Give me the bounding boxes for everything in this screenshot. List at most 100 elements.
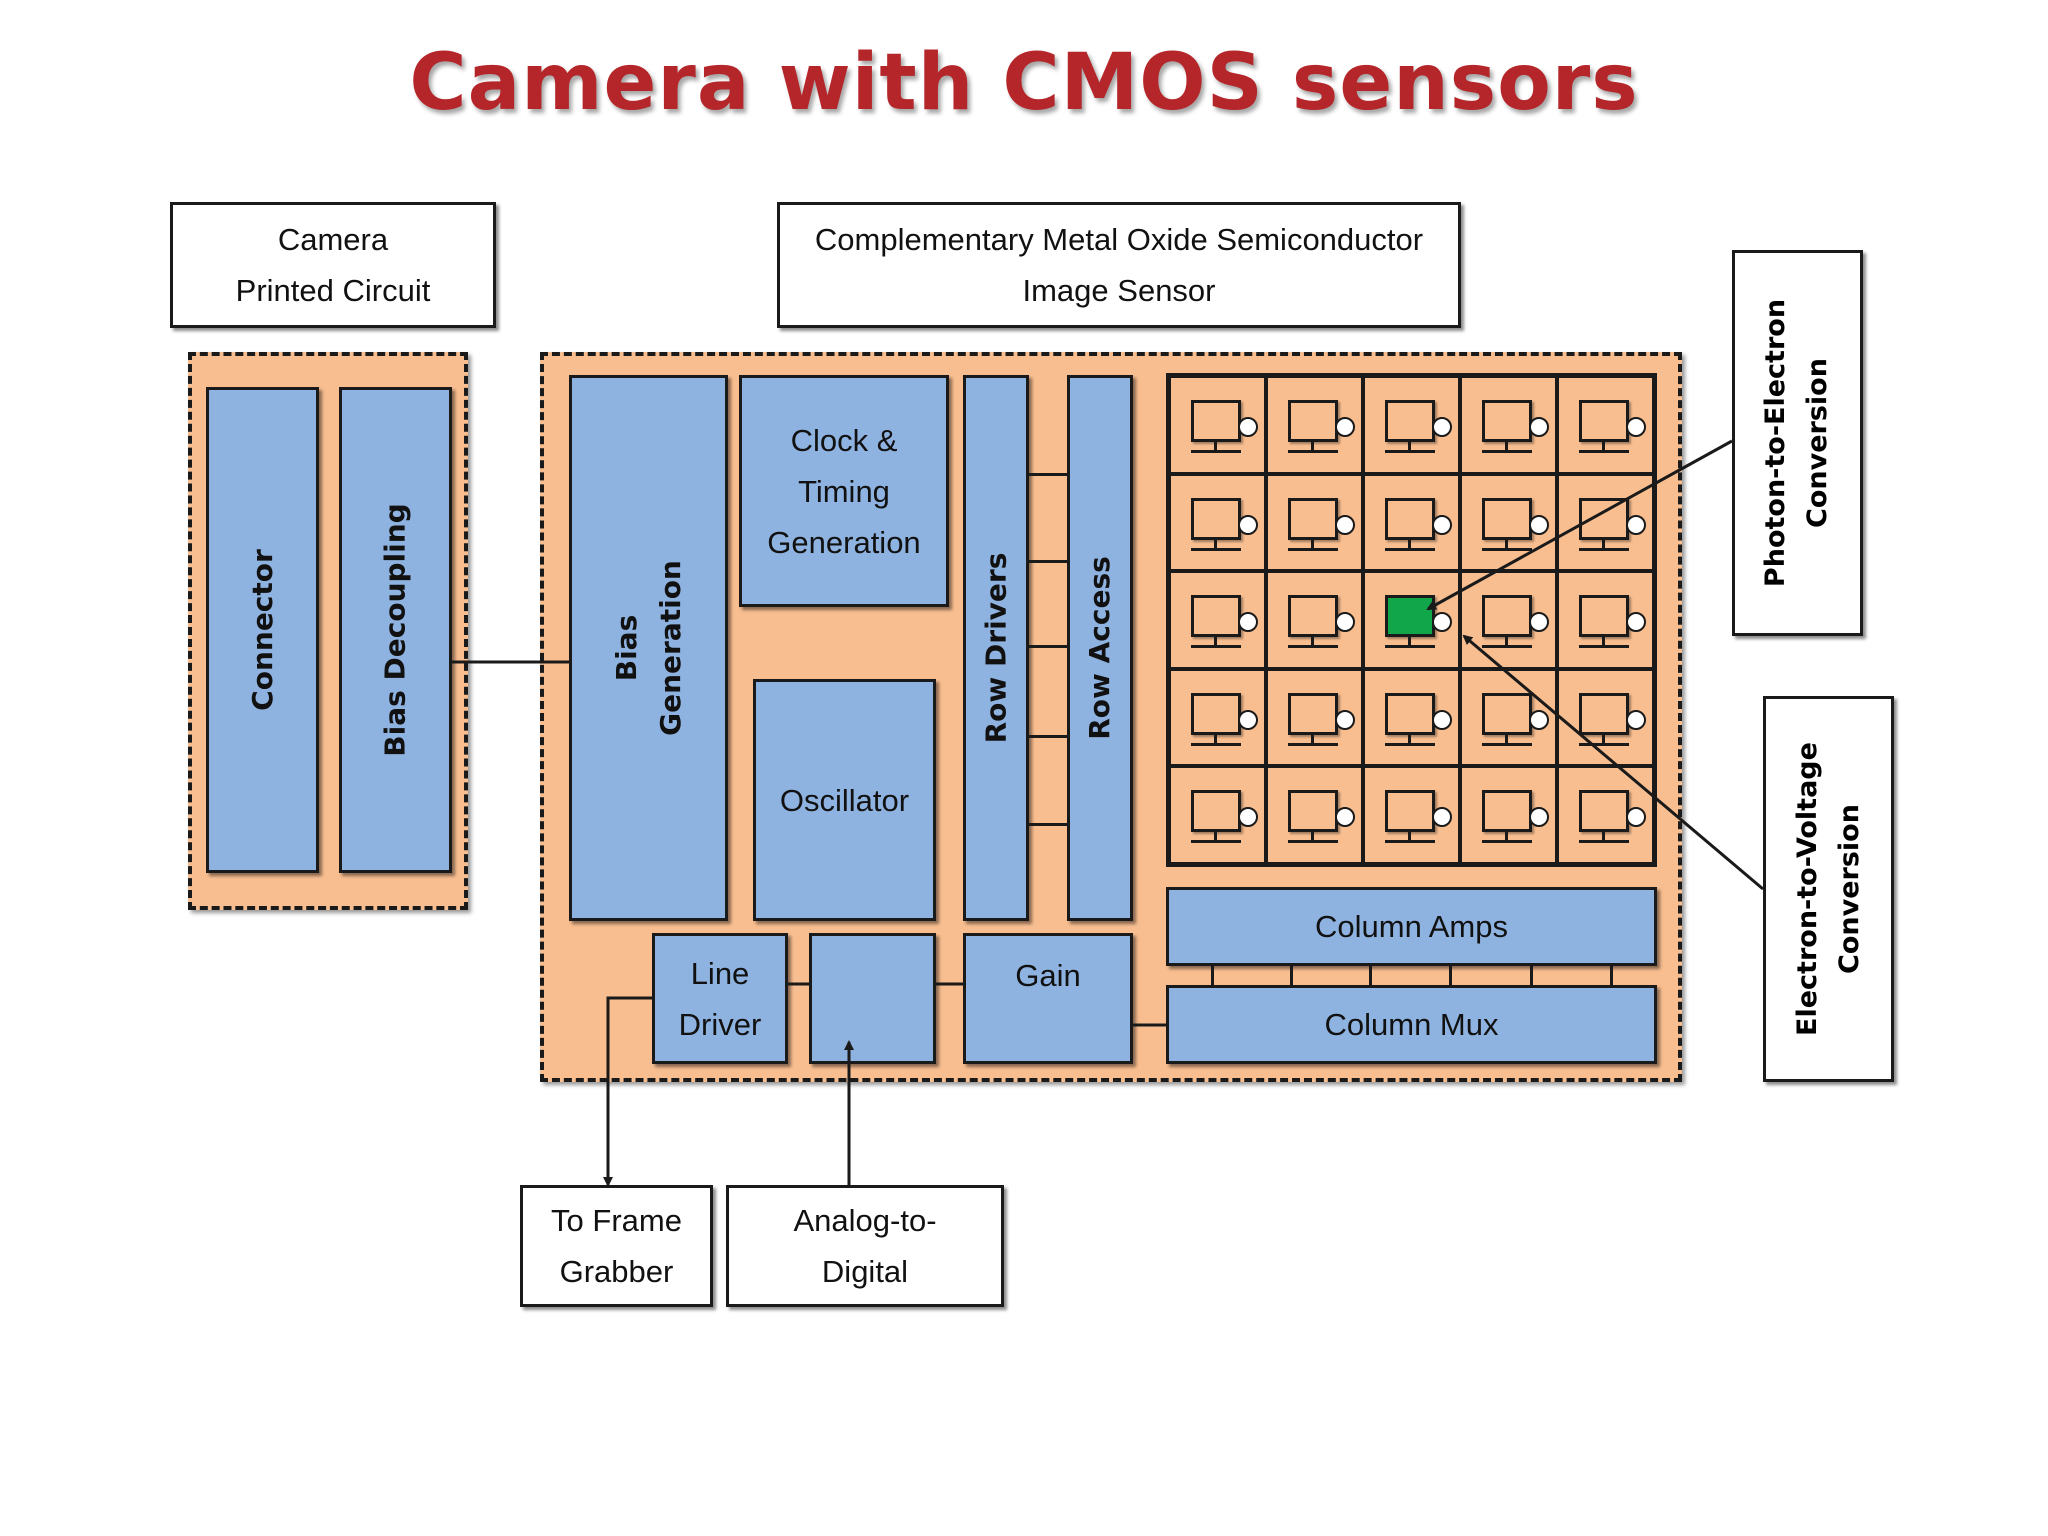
pixel-stem xyxy=(1214,832,1217,843)
pixel-cell xyxy=(1557,571,1654,669)
pixel-amplifier xyxy=(1432,807,1452,828)
pixel-base xyxy=(1288,840,1338,844)
camera-pcb-line-1: Camera xyxy=(277,222,389,257)
pixel-base xyxy=(1288,645,1338,649)
pixel-base xyxy=(1191,840,1241,844)
pixel-amplifier xyxy=(1432,514,1452,535)
pixel-stem xyxy=(1214,442,1217,452)
electron-arrow-line xyxy=(1462,634,1764,891)
to-frame-grabber-line-2: Grabber xyxy=(559,1254,674,1289)
pixel-amplifier xyxy=(1626,417,1646,437)
pixel-cell xyxy=(1460,571,1557,669)
pixel-cell xyxy=(1169,571,1266,669)
column-amps-label: Column Amps xyxy=(1315,909,1508,944)
pixel-stem xyxy=(1311,637,1314,648)
pixel-array xyxy=(1166,373,1657,867)
bias-decoupling-block: Bias Decoupling xyxy=(339,387,452,873)
col-wire-6 xyxy=(1610,966,1613,985)
pixel-base xyxy=(1579,547,1629,551)
pixel-amplifier xyxy=(1335,612,1355,633)
pixel-amplifier xyxy=(1432,709,1452,730)
photodiode xyxy=(1288,692,1338,735)
pixel-amplifier xyxy=(1432,612,1452,633)
pixel-stem xyxy=(1214,637,1217,648)
pixel-base xyxy=(1191,547,1241,551)
photodiode xyxy=(1191,692,1241,735)
pixel-cell xyxy=(1363,668,1460,767)
camera-pcb-line-2: Printed Circuit xyxy=(235,273,431,308)
pixel-cell xyxy=(1266,766,1363,864)
to-frame-grabber-line-1: To Frame xyxy=(551,1203,682,1238)
connector-block: Connector xyxy=(206,387,319,873)
oscillator-label: Oscillator xyxy=(779,782,910,818)
col-wire-5 xyxy=(1530,966,1533,985)
row-wire-4 xyxy=(1029,735,1067,738)
clock-timing-block: Clock & Timing Generation xyxy=(739,375,949,607)
pixel-amplifier xyxy=(1238,612,1258,633)
col-wire-1 xyxy=(1211,966,1214,985)
clock-timing-line-3: Generation xyxy=(767,524,921,560)
pixel-base xyxy=(1288,742,1338,746)
pixel-amplifier xyxy=(1238,514,1258,535)
pixel-stem xyxy=(1505,637,1508,648)
pixel-stem xyxy=(1602,539,1605,550)
pixel-base xyxy=(1482,742,1532,746)
photodiode xyxy=(1482,790,1532,833)
pixel-base xyxy=(1482,547,1532,551)
pixel-stem xyxy=(1311,539,1314,550)
pixel-base xyxy=(1482,840,1532,844)
pixel-base xyxy=(1579,450,1629,453)
photodiode xyxy=(1288,497,1338,540)
pixel-amplifier xyxy=(1529,612,1549,633)
pixel-stem xyxy=(1602,832,1605,843)
row-wire-3 xyxy=(1029,645,1067,648)
photodiode xyxy=(1579,497,1629,540)
pixel-amplifier xyxy=(1238,709,1258,730)
pixel-stem xyxy=(1505,539,1508,550)
pixel-stem xyxy=(1602,637,1605,648)
pixel-stem xyxy=(1602,442,1605,452)
line-driver-line-2: Driver xyxy=(678,1006,762,1042)
col-wire-4 xyxy=(1449,966,1452,985)
row-wire-5 xyxy=(1029,823,1067,826)
photodiode xyxy=(1579,790,1629,833)
pixel-stem xyxy=(1602,734,1605,745)
pixel-base xyxy=(1482,645,1532,649)
pixel-base xyxy=(1579,645,1629,649)
col-wire-3 xyxy=(1369,966,1372,985)
gain-label: Gain xyxy=(1015,958,1081,993)
pixel-amplifier xyxy=(1335,807,1355,828)
line-driver-line-1: Line xyxy=(690,955,750,991)
pixel-amplifier xyxy=(1432,417,1452,437)
pixel-cell xyxy=(1266,571,1363,669)
pixel-amplifier xyxy=(1335,709,1355,730)
pixel-cell xyxy=(1557,766,1654,864)
analog-to-digital-line-2: Digital xyxy=(821,1254,909,1289)
photodiode xyxy=(1191,497,1241,540)
pixel-amplifier xyxy=(1529,807,1549,828)
pixel-cell xyxy=(1557,473,1654,572)
analog-to-digital-line-1: Analog-to- xyxy=(793,1203,937,1238)
pixel-amplifier xyxy=(1529,709,1549,730)
pixel-cell xyxy=(1557,668,1654,767)
pixel-stem xyxy=(1311,832,1314,843)
to-frame-grabber-label: To Frame Grabber xyxy=(520,1185,713,1307)
pixel-cell xyxy=(1169,376,1266,474)
photodiode xyxy=(1385,692,1435,735)
pixel-cell xyxy=(1460,473,1557,572)
pixel-base xyxy=(1288,450,1338,453)
pixel-base xyxy=(1385,840,1435,844)
photodiode xyxy=(1482,692,1532,735)
pixel-stem xyxy=(1505,442,1508,452)
pixel-base xyxy=(1385,645,1435,649)
clock-timing-line-1: Clock & xyxy=(790,422,898,458)
pixel-cell xyxy=(1169,473,1266,572)
pixel-stem xyxy=(1214,539,1217,550)
pixel-amplifier xyxy=(1529,514,1549,535)
pixel-base xyxy=(1579,742,1629,746)
pixel-stem xyxy=(1408,539,1411,550)
camera-pcb-label: Camera Printed Circuit xyxy=(170,202,496,328)
column-mux-label: Column Mux xyxy=(1324,1007,1499,1042)
pixel-amplifier xyxy=(1335,417,1355,437)
pixel-stem xyxy=(1408,832,1411,843)
